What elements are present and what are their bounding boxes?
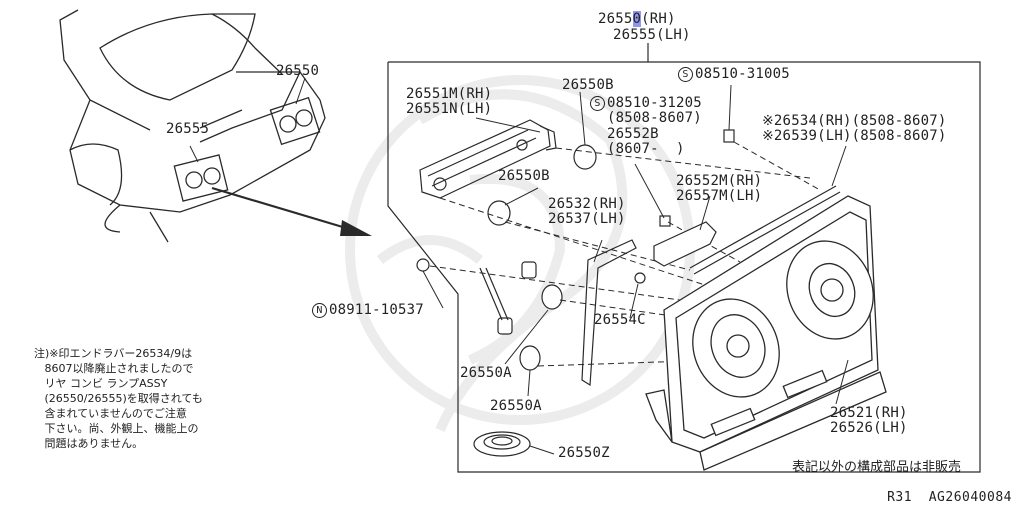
non-sale-note: 表記以外の構成部品は非販売 bbox=[792, 460, 962, 475]
end-rubber bbox=[653, 221, 717, 267]
label-26550a-2: 26550A bbox=[490, 398, 542, 414]
label-26532: 26532(RH) 26537(LH) bbox=[548, 196, 626, 227]
nut-symbol: N bbox=[312, 303, 327, 318]
main-part-rh-suffix: (RH) bbox=[641, 11, 676, 27]
label-26554c: 26554C bbox=[594, 312, 646, 328]
label-26550b-mid: 26550B bbox=[498, 168, 550, 184]
lamp-housing bbox=[645, 195, 887, 471]
gasket-ring bbox=[473, 431, 531, 457]
car-label-lh: 26555 bbox=[166, 121, 210, 137]
car-illustration bbox=[59, 9, 326, 243]
main-part-lh: 26555(LH) bbox=[613, 27, 691, 43]
label-screw1-range: (8508-8607) bbox=[607, 110, 702, 126]
screw1-symbol: S bbox=[590, 96, 605, 111]
main-part-rh: 26550(RH) bbox=[598, 11, 676, 27]
label-26551: 26551M(RH) 26551N(LH) bbox=[406, 86, 493, 117]
screw2-symbol: S bbox=[678, 67, 693, 82]
label-26550b-top: 26550B bbox=[562, 77, 614, 93]
diagram-code: R31 AG26040084 bbox=[887, 490, 1012, 505]
mounting-bracket bbox=[581, 239, 646, 387]
label-26534: ※26534(RH)(8508-8607) ※26539(LH)(8508-86… bbox=[762, 113, 947, 144]
pointer-arrow bbox=[211, 186, 372, 236]
alignment-lines bbox=[429, 141, 821, 367]
main-part-rh-prefix: 2655 bbox=[598, 11, 633, 27]
label-26550z: 26550Z bbox=[558, 445, 610, 461]
leader-lines bbox=[422, 84, 849, 455]
car-label-rh: 26550 bbox=[276, 63, 320, 79]
seal-strip bbox=[689, 185, 841, 275]
label-26550a-1: 26550A bbox=[460, 365, 512, 381]
socket-plate bbox=[419, 119, 557, 199]
screw2-number: 08510-31005 bbox=[695, 66, 790, 82]
nut-number: 08911-10537 bbox=[329, 302, 424, 318]
screw1-number: 08510-31205 bbox=[607, 95, 702, 111]
leader-lines-car bbox=[189, 77, 306, 163]
label-26552b: 26552B (8607- ) bbox=[607, 126, 685, 157]
main-part-rh-highlight[interactable]: 0 bbox=[632, 11, 642, 27]
assembly-frame bbox=[387, 43, 981, 473]
label-26552m: 26552M(RH) 26557M(LH) bbox=[676, 173, 763, 204]
label-26521: 26521(RH) 26526(LH) bbox=[830, 405, 908, 436]
discontinuation-note: 注)※印エンドラバー26534/9は 8607以降廃止されましたので リヤ コン… bbox=[34, 347, 203, 450]
